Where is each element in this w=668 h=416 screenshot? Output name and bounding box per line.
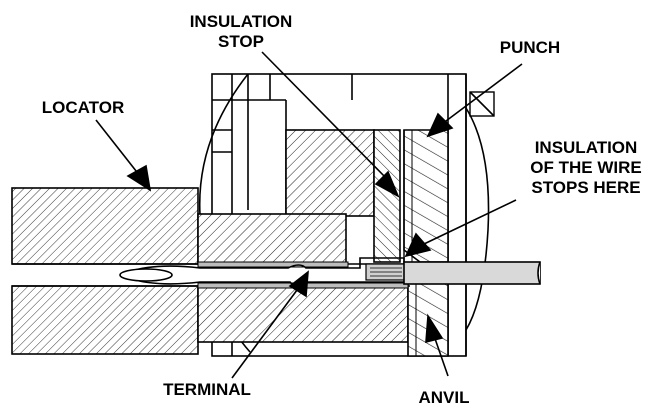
locator-upper-block — [11, 187, 199, 265]
label-wire-insulation-stop: INSULATION OF THE WIRE STOPS HERE — [516, 138, 656, 198]
leader-lines — [95, 51, 523, 379]
label-wire-stop-line1: INSULATION — [534, 138, 638, 157]
label-punch-text: PUNCH — [499, 38, 561, 57]
label-locator: LOCATOR — [28, 98, 138, 118]
label-insulation-stop: INSULATION STOP — [186, 12, 296, 52]
label-anvil-text: ANVIL — [418, 388, 470, 407]
insulation-stop-blade — [373, 129, 401, 263]
label-wire-stop-line2: OF THE WIRE — [530, 158, 642, 177]
locator-upper-ext — [197, 213, 347, 265]
insulation-stop-block — [285, 129, 375, 217]
wire — [403, 261, 541, 285]
label-insulation-stop-line1: INSULATION — [189, 12, 293, 31]
label-locator-text: LOCATOR — [41, 98, 125, 117]
label-punch: PUNCH — [490, 38, 570, 58]
label-insulation-stop-line2: STOP — [218, 32, 264, 51]
label-terminal-text: TERMINAL — [163, 380, 251, 399]
label-terminal: TERMINAL — [152, 380, 262, 400]
label-wire-stop-line3: STOPS HERE — [531, 178, 641, 197]
label-anvil: ANVIL — [404, 388, 484, 408]
locator-lower-block — [11, 285, 199, 355]
